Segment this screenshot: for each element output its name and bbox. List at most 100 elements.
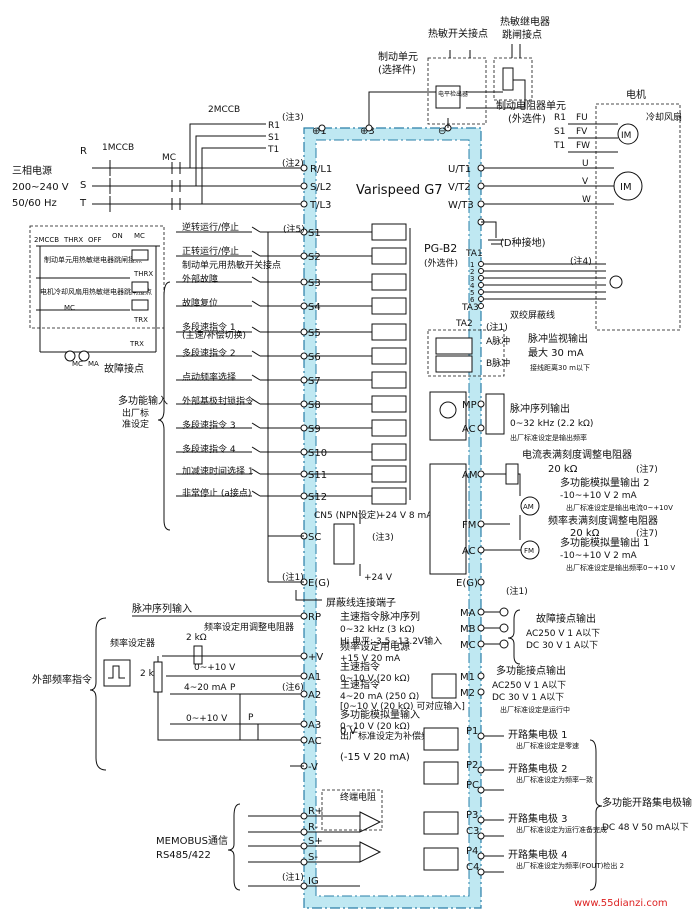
- pg-opt: (外选件): [424, 257, 458, 269]
- seq-thrx: THRX: [63, 236, 83, 244]
- terminal-ain-3: [300, 720, 308, 728]
- din-term-1: S2: [308, 252, 321, 263]
- ain-title-5: (-15 V 20 mA): [340, 752, 410, 763]
- analog-out: AM FM AC AM FM 电流表满刻度调整电阻器 20 kΩ (注7) 多功…: [429, 448, 675, 597]
- level-detector: [435, 85, 461, 109]
- seq-trx2: TRX: [129, 340, 144, 348]
- oc-term-2: PC: [466, 780, 479, 791]
- pulse-out-meter: [485, 393, 505, 435]
- din-label-7: 多段速指令 2: [182, 347, 236, 359]
- terminal-s8: [300, 400, 308, 408]
- din-term-7: S6: [308, 352, 321, 363]
- analog-out-box: [429, 463, 467, 575]
- oc-term-5: P4: [466, 846, 478, 857]
- fan-term-fv: FV: [576, 127, 588, 137]
- din-term-10: S9: [308, 424, 321, 435]
- memobus-terminals: R+R-S+S-IG: [248, 806, 360, 890]
- range1-label: 0~+10 V: [194, 663, 236, 673]
- terminal-relay-1: [477, 688, 485, 696]
- din-term-4: S4: [308, 302, 321, 313]
- ext-freq-title: 外部频率指令: [32, 673, 92, 686]
- din-label-5: 多段速指令 1: [182, 321, 236, 333]
- sc-section: SC CN5 (NPN设定) +24 V 8 mA +24 V (注3): [267, 232, 433, 583]
- terminal-fault-0: [477, 608, 485, 616]
- din-switch-13: [251, 490, 261, 497]
- adj2-label: 频率表满刻度调整电阻器: [548, 514, 658, 527]
- fan-src-r1: R1: [554, 113, 566, 123]
- optocoupler-s9: [371, 419, 407, 437]
- pg-ta2: TA2: [455, 319, 473, 329]
- fan-label: 冷却风扇: [646, 111, 682, 123]
- fault-spec1: AC250 V 1 A以下: [526, 629, 600, 639]
- seq-brake-thermal: 制动单元用热敏继电器跳闸接点: [44, 255, 142, 264]
- terminal-rl1: [300, 164, 308, 172]
- oc-transistor-5: [423, 847, 459, 871]
- terminal-eg-right: [477, 578, 485, 586]
- pg-ta3-pin: [478, 303, 484, 309]
- line-t: T: [79, 198, 87, 209]
- din-term-5: S5: [308, 328, 321, 339]
- terminal-oc-p4: [477, 852, 485, 860]
- term-tl3-label: T/L3: [309, 200, 331, 211]
- ain-term-4: AC: [308, 736, 322, 747]
- pg-pin-label-2: 3: [470, 275, 474, 283]
- braking-resistor: [502, 67, 514, 91]
- din-switch-7: [251, 350, 261, 357]
- pulse-a: A脉冲: [486, 335, 510, 347]
- din-label-0: 逆转运行/停止: [182, 221, 239, 233]
- terminal-ain-4: [300, 736, 308, 744]
- din-switch-8: [251, 374, 261, 381]
- term-resistor-box: [321, 789, 383, 831]
- fan-im: IM: [621, 131, 631, 141]
- range3-label: 0~+10 V: [186, 714, 228, 724]
- fault-contact-label: 故障接点: [104, 362, 144, 375]
- out-term-2: W/T3: [448, 200, 474, 211]
- p-label-2: P: [248, 713, 254, 723]
- relay-term-1: M2: [460, 688, 475, 699]
- pulse-train-input: 脉冲序列输入 RP 主速指令脉冲序列 0~32 kHz (3 kΩ) Hi 电平…: [132, 602, 442, 647]
- din-label-10: 多段速指令 3: [182, 419, 236, 431]
- oc-label-0: 开路集电极 1: [508, 728, 568, 741]
- mp-ac-label: AC: [462, 424, 476, 435]
- relay-title: 多功能接点输出: [496, 664, 566, 677]
- relay-spec2: DC 30 V 1 A以下: [492, 693, 564, 703]
- note6: (注6): [282, 681, 304, 693]
- din-label-3: 外部故障: [182, 273, 218, 285]
- relay-spec1: AC250 V 1 A以下: [492, 681, 566, 691]
- pulse-out-spec: 0~32 kHz (2.2 kΩ): [510, 419, 593, 429]
- term-plus1: ⊕1: [312, 126, 327, 137]
- ain-title-1: 主速指令: [340, 660, 380, 673]
- terminal-memobus-0: [300, 812, 308, 820]
- ain-title-3: 多功能模拟量输入: [340, 708, 420, 721]
- term-sl2-label: S/L2: [310, 182, 332, 193]
- din-switch-3: [251, 276, 261, 283]
- ain-spec-1: 0~10 V (20 kΩ): [340, 674, 410, 684]
- note3-sc: (注3): [372, 531, 394, 543]
- oc-term-4: C3: [466, 826, 479, 837]
- terminal-s3: [300, 278, 308, 286]
- optocoupler-s4: [371, 297, 407, 315]
- pulse-generator: [103, 659, 131, 687]
- terminal-s9: [300, 424, 308, 432]
- plus24b-label: +24 V: [364, 573, 393, 583]
- din-switch-11: [251, 446, 261, 453]
- ain-spec-2: 4~20 mA (250 Ω): [340, 692, 419, 702]
- note4: (注4): [570, 255, 592, 267]
- din-label-8: 点动频率选择: [182, 371, 236, 383]
- pot1-label: 2 kΩ: [186, 633, 207, 643]
- pg-pin-label-1: 2: [470, 268, 474, 276]
- shield-section: E(G) (注1) 屏蔽线连接端子: [268, 571, 396, 609]
- seq-off: OFF: [88, 236, 102, 244]
- terminal-memobus-2: [300, 842, 308, 850]
- seq-on: ON: [112, 232, 123, 240]
- pg-pin-label-4: 5: [470, 289, 474, 297]
- breaker2-label: 2MCCB: [208, 105, 240, 115]
- note5: (注5): [283, 223, 305, 235]
- oc-def-5: 出厂标准设定为频率(FOUT)检出 2: [516, 861, 624, 870]
- am-meter: [520, 496, 540, 516]
- pg-pin-0: [478, 261, 484, 267]
- braking-section: 热敏开关接点 热敏继电器 跳闸接点 制动单元 (选择件) 电平检出器 制动电阻器…: [312, 15, 566, 137]
- ain-title-4: 0 V: [340, 726, 357, 737]
- terminal-ain-0: [300, 652, 308, 660]
- ain-spec-3: 0~10 V (20 kΩ): [340, 722, 410, 732]
